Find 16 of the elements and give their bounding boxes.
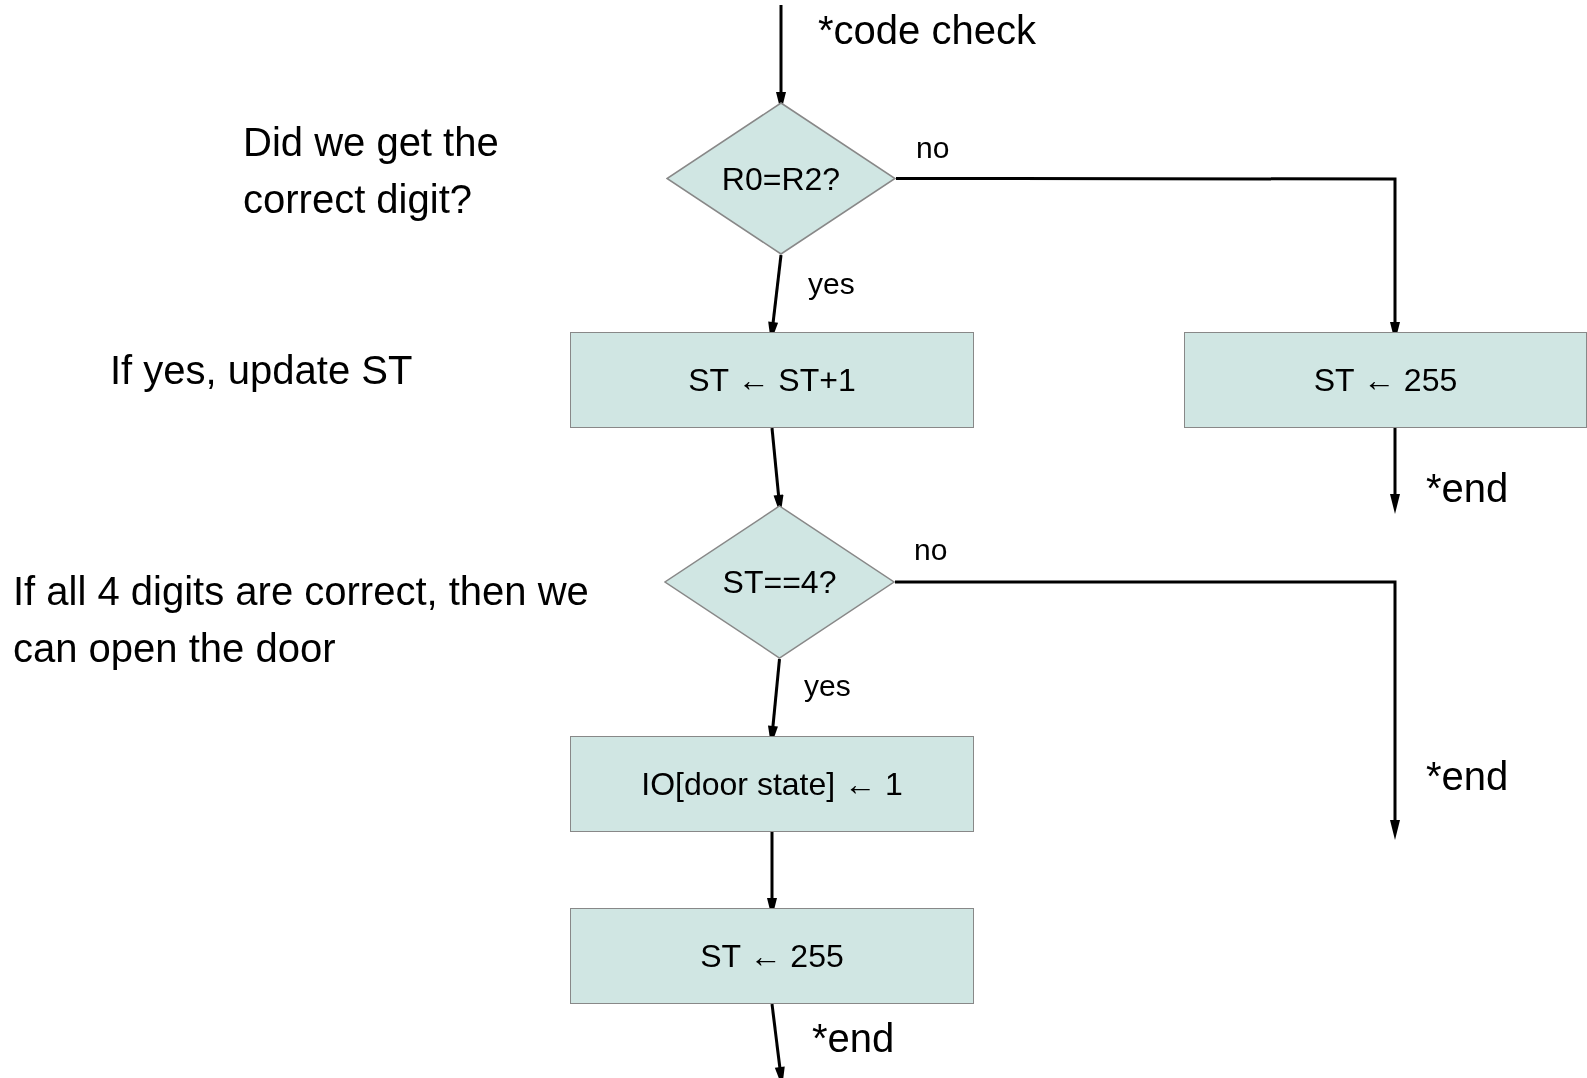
- condition-text: ST==4?: [722, 563, 837, 602]
- annotation-text: If all 4 digits are correct, then we can open the door: [13, 568, 590, 672]
- annotation-text: If yes, update ST: [110, 347, 414, 394]
- annotation-text: Did we get the correct digit?: [243, 119, 500, 223]
- arrow: [1390, 428, 1400, 514]
- annotation-text: *end: [1426, 465, 1510, 512]
- annotation-text: *end: [812, 1015, 896, 1062]
- process-text: ST ← 255: [1313, 361, 1458, 400]
- annotation-text: *end: [1426, 753, 1510, 800]
- process-text: ST ← ST+1: [688, 361, 856, 400]
- arrow: [895, 580, 1400, 840]
- condition-text: R0=R2?: [721, 159, 841, 199]
- annotation-text: *code check: [818, 7, 1037, 54]
- arrow: [770, 1003, 785, 1078]
- process-text: IO[door state] ← 1: [641, 765, 903, 804]
- process-text: ST ← 255: [700, 937, 844, 976]
